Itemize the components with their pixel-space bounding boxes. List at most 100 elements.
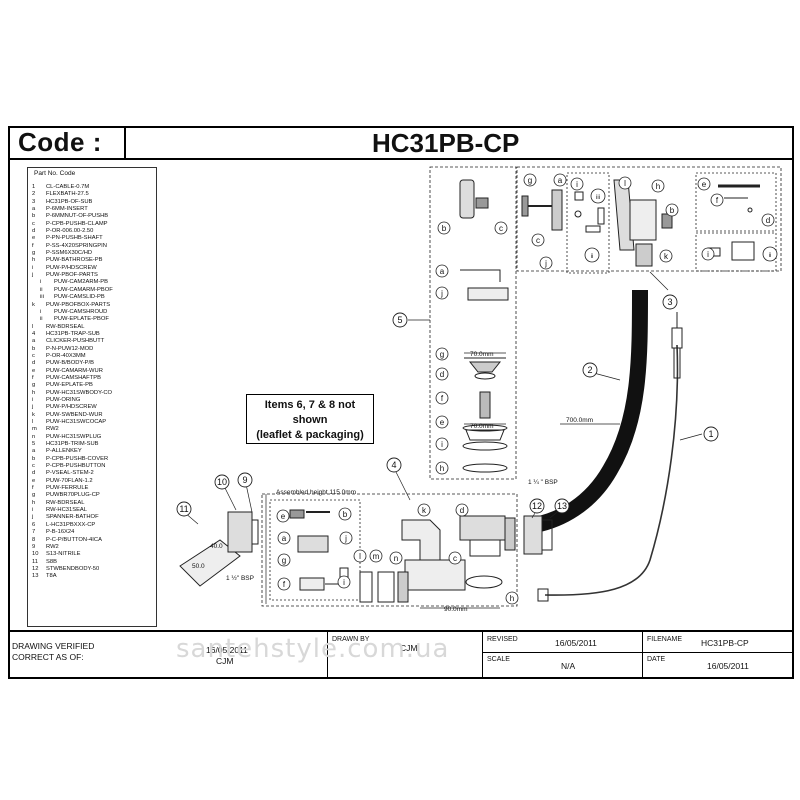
part-code: PUW-HC31SWBODY-CO bbox=[46, 389, 113, 396]
part-number: g bbox=[32, 250, 36, 257]
part-code: PUW-PBOF-PARTS bbox=[46, 272, 98, 279]
svg-text:9: 9 bbox=[242, 475, 247, 485]
part-code: HC31PB-TRAP-SUB bbox=[46, 330, 100, 337]
letter-callout-d: d bbox=[761, 213, 775, 227]
part-code: P-CPB-PUSHBUTTON bbox=[46, 463, 106, 470]
part-number: g bbox=[32, 492, 36, 499]
part-code: P-CPB-PUSHB-CLAMP bbox=[46, 220, 108, 227]
part-number: ii bbox=[40, 286, 43, 293]
part-number: i bbox=[32, 396, 34, 403]
svg-text:2: 2 bbox=[587, 365, 592, 375]
parts-list-item: i PUW-CAMSHROUD bbox=[32, 309, 158, 316]
part-number: b bbox=[32, 345, 36, 352]
svg-text:g: g bbox=[282, 556, 286, 565]
svg-text:i: i bbox=[707, 250, 709, 259]
cable-head bbox=[537, 312, 683, 602]
letter-callout-j: j bbox=[339, 531, 353, 545]
svg-text:ii: ii bbox=[591, 254, 594, 260]
part-number: i bbox=[40, 308, 42, 315]
flexible-hose bbox=[533, 289, 648, 533]
part-code: CL-CABLE-0.7M bbox=[46, 184, 90, 190]
letter-callout-g: g bbox=[523, 173, 537, 187]
svg-text:j: j bbox=[344, 534, 347, 543]
part-code: CLICKER-PUSHBUTT bbox=[46, 338, 105, 345]
part-number: b bbox=[32, 213, 36, 220]
revised-cell: REVISED 16/05/2011 SCALE N/A bbox=[483, 632, 643, 679]
group-3-inner-right bbox=[695, 172, 777, 232]
part-number: d bbox=[32, 360, 36, 367]
svg-text:g: g bbox=[528, 176, 532, 185]
svg-text:5: 5 bbox=[397, 315, 402, 325]
part-code: P-OR-006.00-2.50 bbox=[46, 228, 94, 235]
code-value: HC31PB-CP bbox=[372, 128, 520, 158]
letter-callout-e: e bbox=[697, 177, 711, 191]
letter-callout-b: b bbox=[665, 203, 679, 217]
part-number: k bbox=[32, 411, 35, 418]
dim-70-top: 70.0mm bbox=[470, 351, 493, 358]
verified-by: CJM bbox=[216, 656, 234, 666]
part-number: f bbox=[32, 374, 34, 381]
svg-text:4: 4 bbox=[391, 460, 396, 470]
letter-callout-iii: iii bbox=[590, 188, 606, 204]
part-code: PUW-P/HDSCREW bbox=[46, 404, 97, 411]
part-code: RW2 bbox=[46, 426, 59, 433]
part-number: 3 bbox=[32, 198, 36, 205]
part-code: PUW-CAMSHROUD bbox=[54, 308, 108, 315]
date-label: DATE bbox=[647, 656, 666, 663]
letter-callout-k: k bbox=[659, 249, 673, 263]
part-number: k bbox=[32, 301, 35, 308]
group-3-inner-left bbox=[566, 172, 610, 274]
part-number: 11 bbox=[32, 558, 39, 565]
part-code: P-6MM-INSERT bbox=[46, 206, 88, 213]
note-box: Items 6, 7 & 8 not shown (leaflet & pack… bbox=[246, 394, 374, 444]
part-code: P-SSM6X30C/HD bbox=[46, 250, 93, 257]
part-code: S8B bbox=[46, 558, 57, 565]
group-4-box bbox=[261, 493, 518, 607]
dim-50: 50.0 bbox=[192, 563, 205, 570]
part-number: g bbox=[32, 382, 36, 389]
callout-1: 1 bbox=[703, 426, 719, 442]
letter-callout-l: l bbox=[353, 549, 367, 563]
part-code: P-VSEAL-STEM-2 bbox=[46, 470, 94, 477]
svg-text:i: i bbox=[576, 180, 578, 189]
svg-text:c: c bbox=[499, 224, 503, 233]
part-code: PUW-HC31SWCOCAP bbox=[46, 419, 107, 425]
svg-text:k: k bbox=[422, 506, 427, 515]
svg-text:12: 12 bbox=[532, 501, 542, 511]
svg-text:e: e bbox=[440, 418, 445, 427]
letter-callout-ii: ii bbox=[584, 247, 600, 263]
svg-text:h: h bbox=[656, 182, 660, 191]
part-number: h bbox=[32, 499, 36, 506]
letter-callout-i: i bbox=[701, 247, 715, 261]
letter-callout-e: e bbox=[435, 415, 449, 429]
part-number: j bbox=[32, 404, 34, 411]
part-code: P-OR-40X3MM bbox=[46, 352, 86, 359]
parts-list-item: j PUW-PBOF-PARTS bbox=[32, 272, 158, 279]
drawn-by-cell: DRAWN BY CJM bbox=[328, 632, 483, 679]
part-number: 7 bbox=[32, 529, 36, 536]
part-number: a bbox=[32, 338, 36, 345]
code-label: Code : bbox=[18, 127, 102, 157]
note-line-2: shown bbox=[292, 414, 328, 426]
part-number: j bbox=[32, 272, 34, 279]
part-number: d bbox=[32, 470, 36, 477]
dim-90: 90.0mm bbox=[444, 606, 467, 613]
svg-text:b: b bbox=[442, 224, 447, 233]
